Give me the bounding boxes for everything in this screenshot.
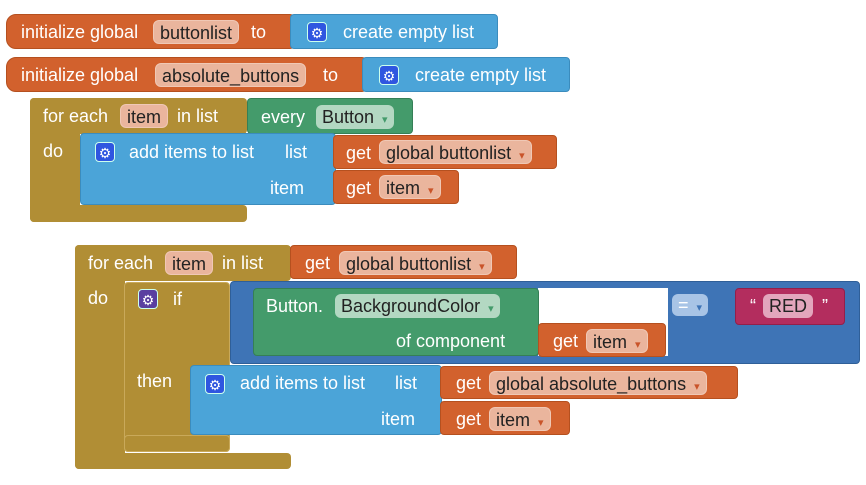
if-label: if	[173, 289, 182, 309]
dropdown-arrow-icon: ▾	[488, 303, 494, 315]
then-label: then	[137, 371, 173, 391]
gear-icon[interactable]: ⚙	[379, 65, 399, 85]
to-label: to	[251, 22, 267, 42]
dropdown-arrow-icon: ▾	[635, 339, 641, 351]
of-component-label: of component	[396, 331, 506, 351]
dropdown-arrow-icon: ▾	[519, 150, 525, 162]
block-label: add items to list	[129, 142, 255, 162]
dropdown-value: BackgroundColor	[341, 296, 481, 316]
for-each-footer	[30, 205, 247, 222]
item-socket-label: item	[381, 409, 416, 429]
close-quote: ”	[822, 296, 828, 316]
operator-dropdown[interactable]: =▾	[672, 294, 709, 316]
for-each-footer	[75, 453, 291, 469]
get-global-buttonlist-block[interactable]: get global buttonlist ▾	[290, 245, 517, 279]
variable-name-field[interactable]: absolute_buttons	[155, 63, 307, 87]
do-label: do	[88, 288, 109, 308]
variable-dropdown[interactable]: item ▾	[379, 175, 441, 199]
dropdown-value: global buttonlist	[386, 143, 512, 163]
block-label: create empty list	[415, 65, 547, 85]
dropdown-value: item	[386, 178, 421, 198]
list-socket-label: list	[285, 142, 307, 162]
gear-icon[interactable]: ⚙	[307, 22, 327, 42]
get-label: get	[456, 373, 482, 393]
get-label: get	[456, 409, 482, 429]
block-label: initialize global	[21, 22, 139, 42]
dropdown-value: item	[593, 332, 628, 352]
gear-icon[interactable]: ⚙	[95, 142, 115, 162]
dropdown-arrow-icon: ▾	[538, 417, 544, 429]
text-field[interactable]: RED	[763, 294, 814, 318]
every-component-block[interactable]: every Button ▾	[247, 98, 413, 134]
get-global-absolute-buttons-block[interactable]: get global absolute_buttons ▾	[440, 366, 738, 399]
init-global-absolute-buttons-block[interactable]: initialize global absolute_buttons to	[6, 57, 366, 92]
block-label: create empty list	[343, 22, 475, 42]
for-each-header: for each item in list do	[30, 98, 247, 161]
create-empty-list-block[interactable]: ⚙ create empty list	[290, 14, 498, 49]
component-label: Button.	[266, 296, 324, 316]
dropdown-value: Button	[322, 107, 375, 127]
in-list-label: in list	[222, 253, 264, 273]
get-global-buttonlist-block[interactable]: get global buttonlist ▾	[333, 135, 557, 169]
list-socket-label: list	[395, 373, 417, 393]
add-items-to-list-block[interactable]: ⚙ add items to list list item	[80, 133, 336, 205]
variable-name-field[interactable]: buttonlist	[153, 20, 240, 44]
get-label: get	[553, 331, 579, 351]
variable-dropdown[interactable]: item ▾	[489, 407, 551, 431]
text-string-block[interactable]: “ RED ”	[735, 288, 845, 325]
dropdown-value: global absolute_buttons	[496, 374, 687, 394]
variable-dropdown[interactable]: item ▾	[586, 329, 648, 353]
to-label: to	[323, 65, 339, 85]
dropdown-value: item	[496, 410, 531, 430]
for-each-label: for each	[88, 253, 154, 273]
get-label: get	[346, 178, 372, 198]
dropdown-arrow-icon: ▾	[479, 261, 485, 273]
component-property-getter-block[interactable]: Button. BackgroundColor ▾ of component	[253, 288, 539, 356]
for-each-label: for each	[43, 106, 109, 126]
gear-icon[interactable]: ⚙	[205, 374, 225, 394]
dropdown-arrow-icon: ▾	[428, 185, 434, 197]
get-item-block[interactable]: get item ▾	[538, 323, 666, 357]
dropdown-value: =	[678, 295, 689, 315]
get-item-block[interactable]: get item ▾	[440, 401, 570, 435]
dropdown-value: global buttonlist	[346, 254, 472, 274]
component-dropdown[interactable]: Button ▾	[316, 105, 394, 129]
loop-variable-field[interactable]: item	[165, 251, 214, 275]
item-socket-label: item	[270, 178, 305, 198]
variable-dropdown[interactable]: global buttonlist ▾	[379, 140, 532, 164]
do-label: do	[43, 141, 64, 161]
dropdown-arrow-icon: ▾	[694, 381, 700, 393]
in-list-label: in list	[177, 106, 219, 126]
block-label: add items to list	[240, 373, 366, 393]
dropdown-arrow-icon: ▾	[382, 114, 388, 126]
get-item-block[interactable]: get item ▾	[333, 170, 459, 204]
property-dropdown[interactable]: BackgroundColor ▾	[335, 294, 500, 318]
variable-dropdown[interactable]: global absolute_buttons ▾	[489, 371, 707, 395]
variable-dropdown[interactable]: global buttonlist ▾	[339, 251, 492, 275]
for-each-header: for each item in list do	[75, 245, 291, 308]
if-footer	[124, 435, 230, 452]
open-quote: “	[750, 296, 756, 316]
init-global-buttonlist-block[interactable]: initialize global buttonlist to	[6, 14, 294, 49]
get-label: get	[346, 143, 372, 163]
every-label: every	[261, 107, 306, 127]
for-each-loop-block[interactable]	[75, 245, 125, 469]
gear-icon[interactable]: ⚙	[138, 289, 158, 309]
get-label: get	[305, 253, 331, 273]
create-empty-list-block[interactable]: ⚙ create empty list	[362, 57, 570, 92]
loop-variable-field[interactable]: item	[120, 104, 169, 128]
block-label: initialize global	[21, 65, 139, 85]
add-items-to-list-block[interactable]: ⚙ add items to list list item	[190, 365, 442, 435]
dropdown-arrow-icon: ▾	[696, 302, 703, 314]
